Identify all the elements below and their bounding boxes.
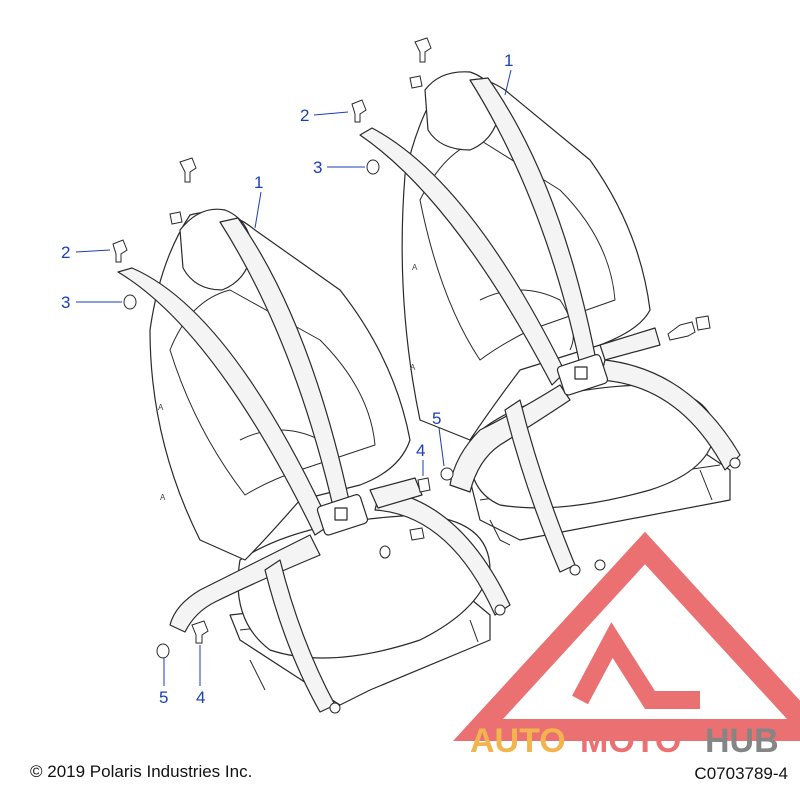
watermark-text-hub: HUB (705, 722, 779, 760)
watermark-text-auto: AUTO (470, 722, 566, 760)
callout-1-right: 1 (504, 51, 513, 70)
lap-belt-left-left (169, 534, 321, 633)
crotch-belt-right (504, 399, 576, 573)
copyright-text: © 2019 Polaris Industries Inc. (30, 762, 253, 781)
callout-5-center: 5 (432, 409, 441, 428)
callout-5-bottom: 5 (159, 688, 168, 707)
hardware (112, 37, 711, 659)
lap-belt-right-left (449, 384, 571, 493)
svg-text:A: A (160, 493, 166, 502)
watermark-text-moto: MOTO (580, 722, 681, 760)
callout-3-right: 3 (313, 158, 322, 177)
callout-2-left: 2 (61, 243, 70, 262)
callout-2-right: 2 (300, 106, 309, 125)
svg-text:A: A (158, 403, 164, 412)
drawing-number: C0703789-4 (694, 764, 788, 783)
seat-right: A A (359, 71, 741, 576)
callout-4-bottom: 4 (196, 688, 205, 707)
seat-left: A A (117, 208, 511, 714)
callout-4-center: 4 (416, 441, 425, 460)
pad-right (599, 327, 661, 361)
watermark-logo: AUTO MOTO HUB (452, 531, 800, 760)
callout-1-left: 1 (254, 173, 263, 192)
pad-left (369, 477, 423, 509)
svg-text:A: A (410, 363, 416, 372)
crotch-belt-left (264, 559, 336, 713)
callouts: 1 2 3 1 2 3 4 5 4 5 (61, 51, 513, 707)
callout-3-left: 3 (61, 293, 70, 312)
svg-text:A: A (412, 263, 418, 272)
